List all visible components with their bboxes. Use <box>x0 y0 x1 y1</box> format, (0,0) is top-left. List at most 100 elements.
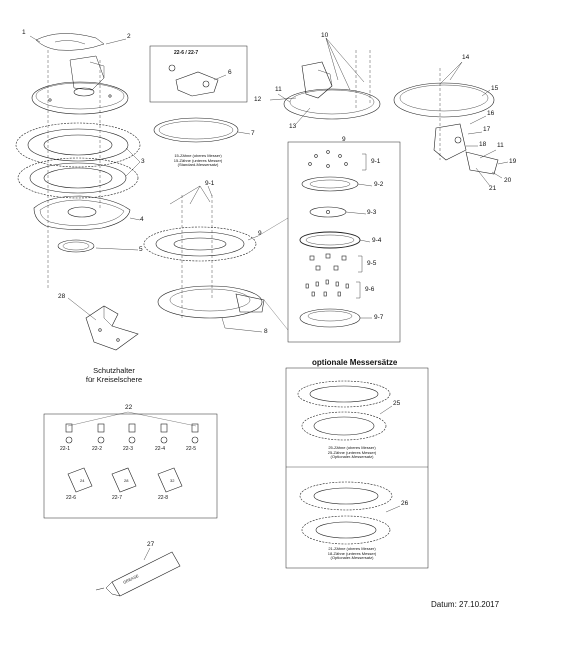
kit-label-22-7: 22-7 <box>112 495 123 501</box>
blade-note-25-line-2: 25-Zähne (unteres Messer) <box>327 449 377 455</box>
callout-10: 10 <box>321 32 329 39</box>
kit-label-22-1: 22-1 <box>60 446 71 452</box>
detail-9-5-nuts <box>309 253 347 271</box>
callout-11-left: 11 <box>275 86 282 93</box>
part-3-blade-lower <box>17 157 139 199</box>
part-5-ring <box>57 239 95 253</box>
tube-mark-1: 24 <box>80 478 85 483</box>
callout-26: 26 <box>401 500 409 507</box>
leader-3b <box>125 161 141 177</box>
detail-box-9 <box>287 141 401 343</box>
callout-9-4: 9-4 <box>372 237 382 244</box>
blade-note-26: 21-Zähne (oberes Messer) 18-Zähne (unter… <box>312 546 392 561</box>
callout-18: 18 <box>479 141 487 148</box>
callout-9-6: 9-6 <box>365 286 375 293</box>
inset-box-22-6-22-7 <box>149 45 248 103</box>
callout-9-detail: 9 <box>342 136 346 143</box>
blade-note-25-line-1: 25-Zähne (oberes Messer) <box>328 445 376 450</box>
callout-21: 21 <box>489 185 497 192</box>
callout-13: 13 <box>289 123 297 130</box>
callout-11-right: 11 <box>497 142 504 149</box>
callout-9-1-main: 9-1 <box>205 180 215 187</box>
part-9-upper-disc <box>143 226 257 262</box>
kit-label-22-8: 22-8 <box>158 495 169 501</box>
callout-4: 4 <box>140 216 144 223</box>
callout-5: 5 <box>139 246 143 253</box>
callout-16: 16 <box>487 110 495 117</box>
detail-9-1-bolts <box>308 150 348 168</box>
callout-9-1: 9-1 <box>371 158 381 165</box>
blade-note-standard: 15-Zähne (oberes Messer) 15-Zähne (unter… <box>158 153 238 168</box>
grease-label: GREASE <box>122 573 139 585</box>
detail-9-2-ring <box>301 176 359 192</box>
callout-9-2: 9-2 <box>374 181 384 188</box>
kit-label-22-5: 22-5 <box>186 446 197 452</box>
kit-22-tubes <box>67 467 183 493</box>
blade-note-standard-line-1: 15-Zähne (oberes Messer) <box>174 153 222 158</box>
part-7-ring <box>153 117 239 143</box>
callout-27: 27 <box>147 541 155 548</box>
part-3-blade-upper <box>15 122 141 168</box>
leader-3a <box>125 147 141 163</box>
holder-caption-line-2: für Kreiselschere <box>85 375 143 384</box>
callout-6: 6 <box>228 69 232 76</box>
blade-note-26-line-2: 18-Zähne (unteres Messer) <box>327 550 377 556</box>
blade-note-25-line-3: (Optionaler-Messersatz) <box>330 454 374 460</box>
kit-22-box <box>43 413 218 519</box>
blade-note-26-line-1: 21-Zähne (oberes Messer) <box>328 546 376 551</box>
top-right-assembly <box>393 82 499 175</box>
detail-9-4-ring <box>299 231 361 249</box>
blade-note-standard-line-3: (Standard-Messersatz) <box>177 162 219 168</box>
callout-9: 9 <box>258 230 262 237</box>
tube-mark-2: 28 <box>124 478 129 483</box>
detail-9-3-disc <box>309 206 347 218</box>
date-label: Datum: 27.10.2017 <box>431 600 500 609</box>
inset-title-22-6-22-7: 22-6 / 22-7 <box>174 50 199 56</box>
callout-2: 2 <box>127 33 131 40</box>
optional-blades-title: optionale Messersätze <box>312 358 398 367</box>
callout-22: 22 <box>125 404 133 411</box>
callout-1: 1 <box>22 29 26 36</box>
gearbox-top <box>31 55 129 115</box>
detail-9-7-ring <box>299 308 361 328</box>
callout-3: 3 <box>141 158 145 165</box>
optional-blades-box <box>285 367 429 569</box>
detail-9-6-pins <box>305 279 349 297</box>
leader-7 <box>237 131 251 135</box>
tube-mark-3: 32 <box>170 478 175 483</box>
callout-19: 19 <box>509 158 517 165</box>
callout-15: 15 <box>491 85 499 92</box>
kit-label-22-4: 22-4 <box>155 446 166 452</box>
blade-note-26-line-3: (Optionaler-Messersatz) <box>330 555 374 561</box>
callout-14: 14 <box>462 54 470 61</box>
kit-22-row1-parts <box>65 423 199 444</box>
callout-25: 25 <box>393 400 401 407</box>
part-25-blades <box>297 380 391 441</box>
part-28-holder <box>85 305 139 351</box>
callout-9-3: 9-3 <box>367 209 377 216</box>
holder-caption-line-1: Schutzhalter <box>93 366 135 375</box>
leader-4 <box>129 217 141 221</box>
part-9-lower-disc <box>157 285 265 319</box>
leader-6 <box>213 74 227 81</box>
part-1-cover <box>35 33 105 51</box>
callout-28: 28 <box>58 293 66 300</box>
top-center-assembly <box>283 61 381 120</box>
leader-5 <box>95 247 139 251</box>
callout-20: 20 <box>504 177 512 184</box>
callout-9-5: 9-5 <box>367 260 377 267</box>
leader-1 <box>29 35 41 43</box>
inset-part-6 <box>168 64 219 97</box>
holder-caption: Schutzhalter für Kreiselschere <box>74 366 154 384</box>
callout-17: 17 <box>483 126 491 133</box>
part-27-grease-tube <box>95 551 181 597</box>
kit-label-22-2: 22-2 <box>92 446 103 452</box>
blade-note-25: 25-Zähne (oberes Messer) 25-Zähne (unter… <box>312 445 392 460</box>
callout-8: 8 <box>264 328 268 335</box>
kit-label-22-3: 22-3 <box>123 446 134 452</box>
leader-2 <box>105 38 127 45</box>
blade-note-standard-line-2: 15-Zähne (unteres Messer) <box>173 157 223 163</box>
callout-7: 7 <box>251 130 255 137</box>
kit-label-22-6: 22-6 <box>66 495 77 501</box>
